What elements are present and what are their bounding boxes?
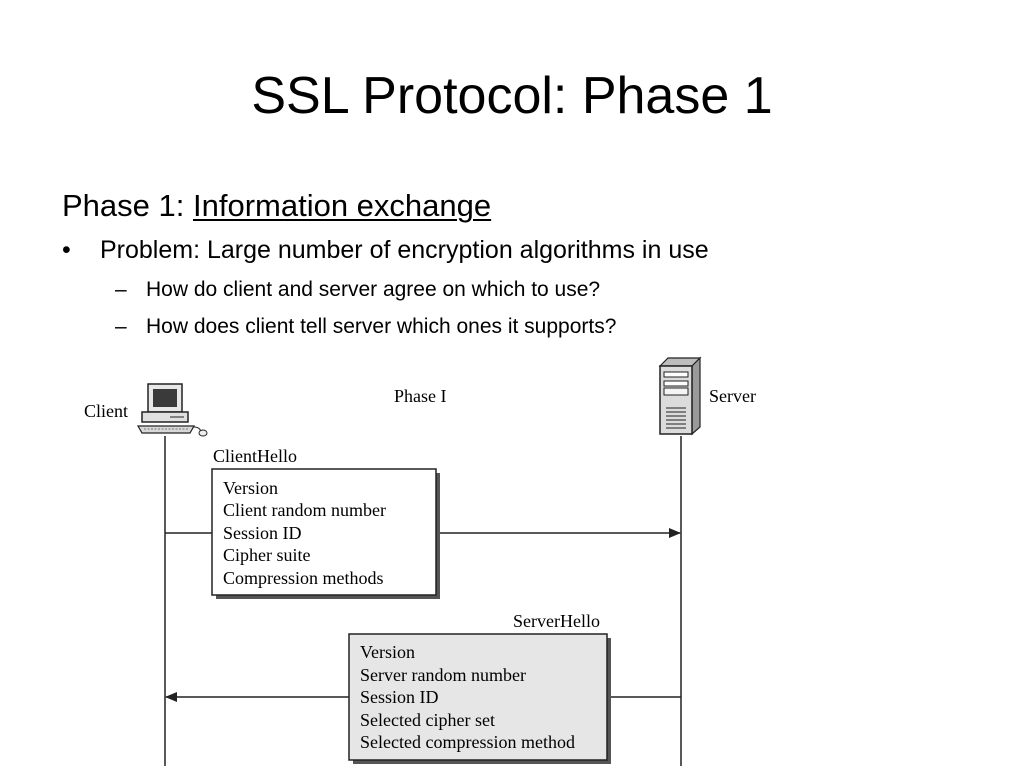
server-hello-field: Session ID: [360, 687, 439, 707]
client-hello-field: Session ID: [223, 523, 302, 543]
sub-bullet-mark: –: [115, 315, 127, 338]
client-hello-field: Client random number: [223, 500, 386, 520]
sub-bullet-item: – How does client tell server which ones…: [115, 314, 617, 340]
client-hello-title: ClientHello: [213, 446, 297, 466]
server-hello-field: Selected cipher set: [360, 710, 495, 730]
server-tower-icon: [658, 356, 702, 436]
server-hello-field: Version: [360, 642, 415, 662]
sub-bullet-item: – How do client and server agree on whic…: [115, 277, 601, 303]
phase-heading: Phase 1: Information exchange: [62, 186, 491, 226]
client-hello-field: Compression methods: [223, 568, 384, 588]
client-computer-icon: [136, 383, 208, 437]
client-label: Client: [84, 401, 128, 421]
client-hello-field: Version: [223, 478, 278, 498]
sub-bullet-text: How does client tell server which ones i…: [146, 315, 617, 338]
server-hello-box: [348, 633, 608, 761]
client-hello-box: [211, 468, 437, 596]
heading-prefix: Phase 1:: [62, 188, 193, 223]
bullet-item: • Problem: Large number of encryption al…: [62, 235, 709, 265]
client-hello-field: Cipher suite: [223, 545, 311, 565]
heading-underlined: Information exchange: [192, 188, 492, 223]
bullet-text: Problem: Large number of encryption algo…: [100, 236, 709, 264]
server-label: Server: [709, 386, 756, 406]
server-hello-field: Selected compression method: [360, 732, 575, 752]
sub-bullet-text: How do client and server agree on which …: [146, 278, 601, 301]
bullet-mark: •: [62, 236, 71, 264]
server-hello-title: ServerHello: [513, 611, 600, 631]
server-hello-field: Server random number: [360, 665, 526, 685]
sub-bullet-mark: –: [115, 278, 127, 301]
slide-title: SSL Protocol: Phase 1: [251, 67, 773, 125]
phase-label: Phase I: [394, 386, 447, 406]
